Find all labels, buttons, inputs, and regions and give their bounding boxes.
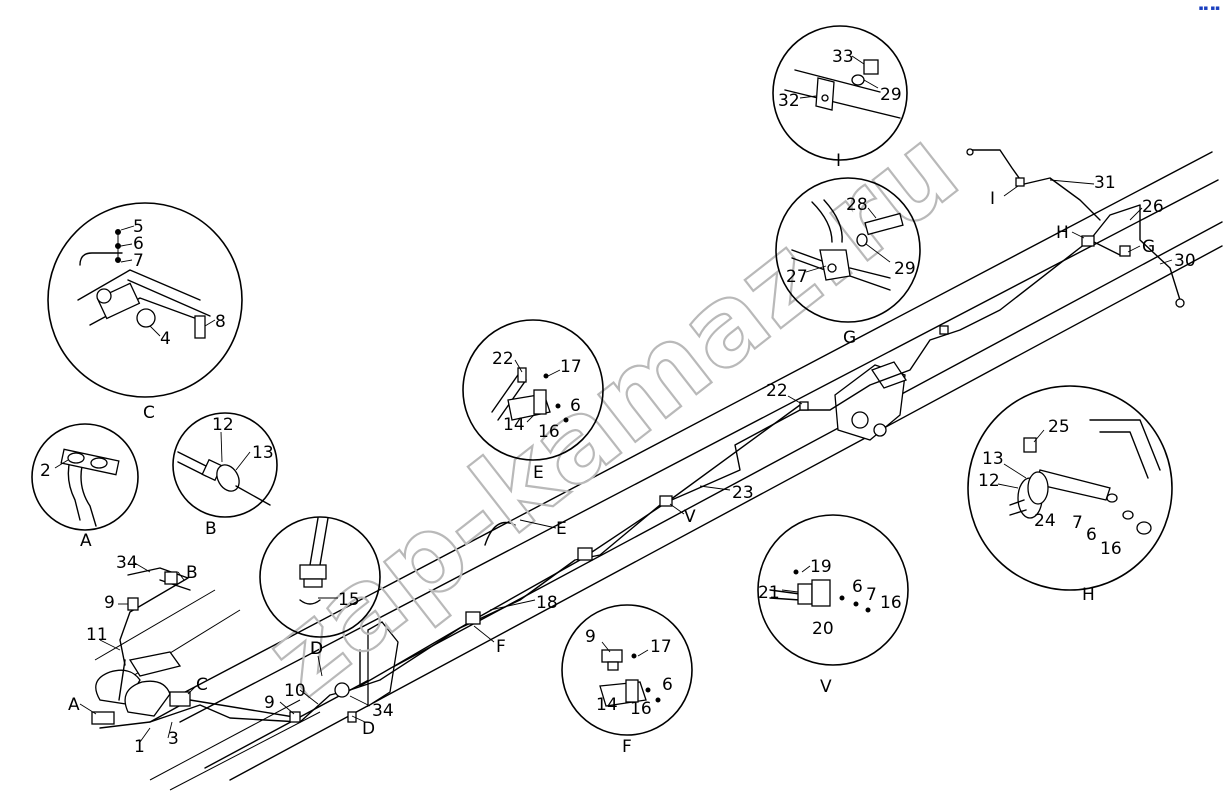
- callout-6-h: 6: [1086, 525, 1097, 545]
- callout-12: 12: [212, 415, 234, 435]
- detail-view-e: 22 17 6 14 16 E: [462, 319, 604, 483]
- callout-34-top: 34: [116, 553, 138, 573]
- callout-7-h: 7: [1072, 513, 1083, 533]
- view-label-b: B: [205, 519, 217, 539]
- callout-28: 28: [846, 195, 868, 215]
- callout-2: 2: [40, 461, 51, 481]
- view-label-d-main: D: [362, 719, 375, 739]
- callout-6: 6: [133, 234, 144, 254]
- callout-30: 30: [1174, 251, 1196, 271]
- callout-22-e: 22: [492, 349, 514, 369]
- callout-3: 3: [168, 729, 179, 749]
- callout-12-h: 12: [978, 471, 1000, 491]
- callout-13-h: 13: [982, 449, 1004, 469]
- callout-10: 10: [284, 681, 306, 701]
- callout-14-e: 14: [503, 415, 525, 435]
- callout-17-f: 17: [650, 637, 672, 657]
- view-label-a-main: A: [68, 695, 80, 715]
- callout-25: 25: [1048, 417, 1070, 437]
- callout-21: 21: [758, 583, 780, 603]
- callout-16-h: 16: [1100, 539, 1122, 559]
- view-label-e-main: E: [556, 519, 567, 539]
- callout-19: 19: [810, 557, 832, 577]
- callout-24: 24: [1034, 511, 1056, 531]
- detail-view-f: 9 17 6 14 16 F: [561, 604, 693, 757]
- callout-15: 15: [338, 590, 360, 610]
- detail-view-a: 2 A: [31, 423, 139, 551]
- callout-26: 26: [1142, 197, 1164, 217]
- callout-9-low: 9: [264, 693, 275, 713]
- callout-13: 13: [252, 443, 274, 463]
- view-label-a: A: [80, 531, 92, 551]
- callout-27: 27: [786, 267, 808, 287]
- detail-view-d: 15 D: [259, 516, 381, 659]
- callout-9-f: 9: [585, 627, 596, 647]
- main-view-callouts: 34 B 9 11 A 1 3 C 9 10 D 34 D 18 F E V 2…: [68, 173, 1196, 757]
- view-label-h: H: [1082, 585, 1095, 605]
- callout-6-e: 6: [570, 396, 581, 416]
- view-label-g-main: G: [1142, 237, 1155, 257]
- front-axle-parts: [95, 521, 516, 717]
- callout-16-v: 16: [880, 593, 902, 613]
- callout-23: 23: [732, 483, 754, 503]
- view-label-i: I: [836, 151, 841, 171]
- view-label-v-main: V: [684, 507, 696, 527]
- callout-8: 8: [215, 312, 226, 332]
- crossmember: [834, 361, 907, 441]
- detail-view-g: 28 29 27 G: [775, 177, 921, 348]
- view-label-i-main: I: [990, 189, 995, 209]
- view-label-b-main: B: [186, 563, 198, 583]
- callout-9-main: 9: [104, 593, 115, 613]
- detail-view-v: 19 21 20 6 7 16 V: [757, 514, 909, 697]
- view-label-g: G: [843, 328, 856, 348]
- callout-32: 32: [778, 91, 800, 111]
- callout-11: 11: [86, 625, 108, 645]
- view-label-d-upper: D: [310, 639, 323, 659]
- detail-view-h: 25 13 12 24 7 6 16 H: [967, 385, 1173, 605]
- view-label-e: E: [533, 463, 544, 483]
- view-label-f-main: F: [496, 637, 506, 657]
- view-label-c: C: [143, 403, 155, 423]
- view-label-v: V: [820, 677, 832, 697]
- callout-1: 1: [134, 737, 145, 757]
- callout-14-f: 14: [596, 695, 618, 715]
- view-label-d: D: [310, 639, 323, 659]
- callout-20: 20: [812, 619, 834, 639]
- callout-18: 18: [536, 593, 558, 613]
- callout-7-v: 7: [866, 585, 877, 605]
- site-logo: ▪▪ ▪▪: [1198, 4, 1220, 12]
- callout-4: 4: [160, 329, 171, 349]
- callout-16-e: 16: [538, 422, 560, 442]
- view-label-c-main: C: [196, 675, 208, 695]
- callout-29-i: 29: [880, 85, 902, 105]
- callout-31: 31: [1094, 173, 1116, 193]
- callout-33: 33: [832, 47, 854, 67]
- callout-16-f: 16: [630, 699, 652, 719]
- callout-6-v: 6: [852, 577, 863, 597]
- callout-5: 5: [133, 217, 144, 237]
- callout-34-low: 34: [372, 701, 394, 721]
- detail-view-b: 12 13 B: [172, 412, 278, 539]
- callout-17-e: 17: [560, 357, 582, 377]
- view-label-f: F: [622, 737, 632, 757]
- view-label-h-main: H: [1056, 223, 1069, 243]
- callout-6-f: 6: [662, 675, 673, 695]
- callout-7: 7: [133, 251, 144, 271]
- callout-29-g: 29: [894, 259, 916, 279]
- detail-view-i: 33 29 32 I: [772, 25, 908, 171]
- callout-22-main: 22: [766, 381, 788, 401]
- detail-view-c: 5 6 7 4 8 C: [47, 202, 243, 423]
